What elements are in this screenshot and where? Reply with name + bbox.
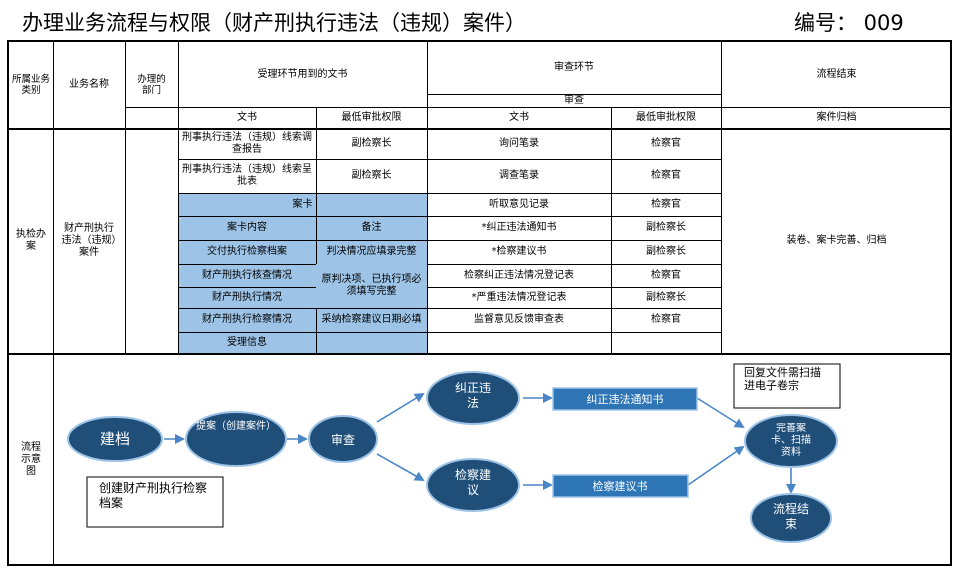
header-doc: 文书 (237, 111, 257, 123)
case-card-content: 财产刑执行情况 (212, 291, 282, 303)
arrow-review-to-correct (376, 392, 425, 423)
review-doc: 调查笔录 (499, 170, 539, 181)
arrow-doc-to-complete (687, 445, 745, 486)
node-file-label: 提案（创建案件） (196, 421, 276, 432)
review-doc: 听取意见记录 (489, 198, 549, 210)
header-archive: 案件归档 (816, 111, 857, 123)
node-correct-label: 纠正违法 (454, 381, 491, 410)
node-create-label: 建档 (100, 430, 130, 448)
node-complete-label: 完善案卡、扫描资料 (771, 423, 811, 458)
node-review-label: 审查 (331, 432, 355, 447)
note-reply: 回复文件需扫描进电子卷宗 (744, 366, 821, 392)
node-review (308, 415, 378, 463)
category-value: 执检办案 (16, 228, 46, 252)
review-doc: 监督意见反馈审查表 (474, 314, 564, 325)
business-name-value: 财产刑执行违法（违规）案件 (61, 222, 117, 258)
process-table: 所属业务类别 业务名称 办理的部门 受理环节用到的文书 审查环节 审查 流程结束… (7, 40, 952, 566)
header-review-doc: 文书 (509, 111, 529, 123)
title-main: 办理业务流程与权限（财产刑执行违法（违规）案件） (22, 11, 526, 35)
node-correct (426, 371, 520, 425)
flow-arrows (164, 392, 796, 494)
node-suggest-label: 检察建议 (454, 468, 491, 497)
header-department: 办理的部门 (137, 74, 166, 96)
case-card-footer: 受理信息 (227, 336, 267, 348)
arrow-notice-to-complete (696, 397, 745, 429)
review-doc: *检察建议书 (491, 246, 547, 257)
box-suggest-doc-label: 检察建议书 (593, 479, 648, 493)
case-card-col1: 案卡内容 (227, 222, 267, 233)
case-card-note: 判决情况应填录完整 (326, 246, 417, 257)
case-card-note: 原判决项、已执行项必须填写完整 (316, 264, 427, 308)
case-card-note: 采纳检察建议日期必填 (321, 314, 422, 325)
node-suggest (426, 458, 520, 512)
flow-end-text: 装卷、案卡完善、归档 (786, 234, 887, 246)
case-card-col2: 备注 (361, 222, 382, 233)
node-end (750, 493, 832, 543)
review-authority: 检察官 (651, 137, 681, 149)
diagram-row-label: 流程示意图 (21, 441, 41, 477)
box-suggest-doc (552, 474, 689, 498)
note-create-box (86, 476, 224, 528)
header-flow-end: 流程结束 (816, 68, 857, 80)
review-doc: 检察纠正违法情况登记表 (464, 269, 574, 281)
node-complete (744, 414, 838, 468)
accept-doc: 刑事执行违法（违规）线索调查报告 (182, 131, 312, 155)
accept-authority: 副检察长 (351, 170, 392, 181)
review-authority: 副检察长 (646, 246, 686, 257)
case-card-content: 财产刑执行检察情况 (202, 314, 292, 325)
arrow-review-to-suggest (376, 453, 425, 481)
flow-diagram: 建档 提案（创建案件） 审查 纠正违法 检察建议 完善案卡、扫描资料 流程结束 … (67, 363, 841, 543)
review-doc: *纠正违法通知书 (481, 222, 557, 233)
review-authority: 副检察长 (646, 291, 686, 303)
box-correct-notice-label: 纠正违法通知书 (587, 392, 664, 406)
accept-authority: 副检察长 (351, 137, 392, 149)
case-card-title: 案卡 (292, 198, 313, 210)
box-correct-notice (552, 387, 698, 411)
review-authority: 检察官 (651, 314, 681, 325)
review-authority: 副检察长 (646, 222, 686, 233)
page-title: 办理业务流程与权限（财产刑执行违法（违规）案件） 编号： 009 (22, 8, 952, 38)
header-review-stage: 审查环节 (554, 62, 594, 73)
review-doc: 询问笔录 (499, 137, 539, 149)
review-doc: *严重违法情况登记表 (471, 291, 567, 303)
case-card-content: 财产刑执行核查情况 (202, 269, 292, 281)
header-review: 审查 (564, 94, 584, 106)
node-create (67, 416, 163, 462)
case-card-content: 交付执行检察档案 (207, 246, 287, 257)
accept-doc: 刑事执行违法（违规）线索呈批表 (182, 164, 312, 187)
review-authority: 检察官 (651, 170, 681, 181)
node-file (185, 411, 287, 467)
header-category: 所属业务类别 (11, 74, 50, 96)
header-business-name: 业务名称 (69, 79, 109, 90)
header-min-authority: 最低审批权限 (341, 111, 402, 123)
review-authority: 检察官 (651, 269, 681, 281)
review-authority: 检察官 (651, 198, 681, 210)
header-docs-used: 受理环节用到的文书 (257, 68, 348, 80)
note-create: 创建财产刑执行检察档案 (99, 481, 208, 510)
document-number: 编号： 009 (794, 11, 904, 35)
note-reply-box (733, 363, 841, 409)
node-end-label: 流程结束 (772, 502, 809, 531)
header-review-authority: 最低审批权限 (636, 111, 696, 123)
